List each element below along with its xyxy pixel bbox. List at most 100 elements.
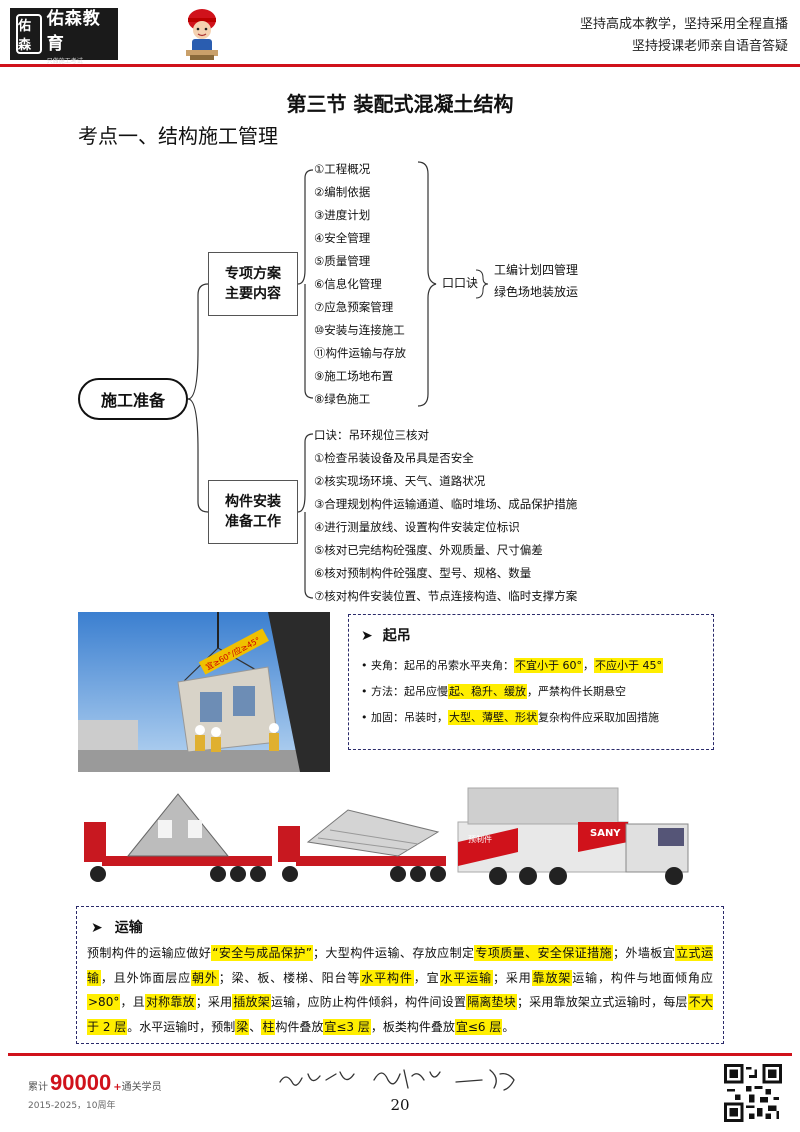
plan-content-item: ⑨施工场地布置 <box>314 369 394 383</box>
plan-mnemonic-lines: 工编计划四管理 绿色场地装放运 <box>494 259 578 303</box>
branch-install-label-1: 构件安装 <box>225 494 281 510</box>
logo-name: 佑森教育 <box>46 8 101 54</box>
plan-content-item: ①工程概况 <box>314 162 371 176</box>
chevron-right-icon: ➤ <box>361 628 373 644</box>
text-segment: ，且 <box>120 995 145 1009</box>
text-segment: ，且外饰面层应 <box>100 970 191 985</box>
transport-title: ➤运输 <box>91 920 143 936</box>
stat-plus: + <box>113 1082 122 1093</box>
section-title: 第三节 装配式混凝土结构 <box>286 92 514 116</box>
lifting-title: ➤起吊 <box>361 628 411 644</box>
logo-mark: 佑森 <box>16 14 42 54</box>
highlight: 柱 <box>261 1018 276 1035</box>
highlight: 隔离垫块 <box>466 994 517 1010</box>
highlight: 靠放架 <box>531 969 573 986</box>
page-number: 20 <box>390 1096 410 1114</box>
footer-divider <box>8 1053 792 1056</box>
text-segment: ，宜 <box>413 970 440 985</box>
highlight: “安全与成品保护” <box>211 945 313 961</box>
text-segment: 、 <box>249 1019 262 1034</box>
plan-mnemonic-label: 口口诀 <box>442 276 479 290</box>
highlight: 梁 <box>235 1018 250 1035</box>
stat-number: 90000 <box>50 1070 112 1095</box>
truck-brand: SANY <box>590 828 621 839</box>
text-segment: ；大型构件运输、存放应制定 <box>312 946 475 960</box>
plan-content-item: ④安全管理 <box>314 231 371 245</box>
highlight: 不应小于 45° <box>593 658 663 673</box>
highlight: 宜≤6 层 <box>454 1018 503 1035</box>
truck-a-frame <box>84 793 272 882</box>
branch-plan-label-2: 主要内容 <box>225 286 281 302</box>
lifting-box: ➤起吊 • 夹角：起吊的吊索水平夹角：不宜小于 60°，不应小于 45° • 方… <box>348 614 714 750</box>
header-divider <box>0 64 800 67</box>
plan-content-item: ⑤质量管理 <box>314 254 371 268</box>
transport-box: ➤运输 预制构件的运输应做好“安全与成品保护”；大型构件运输、存放应制定专项质量… <box>76 906 724 1044</box>
highlight: 专项质量、安全保证措施 <box>474 945 614 961</box>
truck-vertical-rack: 预制件 SANY <box>457 787 689 885</box>
text-segment: ；外墙板宜 <box>613 946 676 960</box>
highlight: 大型、薄壁、形状 <box>447 710 538 725</box>
text-segment: 。 <box>502 1019 515 1034</box>
text-segment: ；采用 <box>195 995 233 1009</box>
chevron-right-icon: ➤ <box>91 920 103 936</box>
branch-install-label-2: 准备工作 <box>225 514 281 530</box>
plan-mnemonic-line-2: 绿色场地装放运 <box>494 285 579 299</box>
point-title: 考点一、结构施工管理 <box>78 124 278 148</box>
stat-years: 2015-2025，10周年 <box>28 1101 116 1111</box>
logo-subtitle: 只做施工考试 <box>46 57 83 65</box>
text-segment: 运输，构件与地面倾角应 <box>572 970 713 985</box>
install-prep-item: ⑤核对已完结构砼强度、外观质量、尺寸偏差 <box>314 543 543 557</box>
highlight: 不宜小于 60° <box>513 658 583 673</box>
lifting-angle-line: • 夹角：起吊的吊索水平夹角：不宜小于 60°，不应小于 45° <box>361 658 663 673</box>
text-segment: 。水平运输时，预制 <box>127 1019 236 1034</box>
slogan-line-1: 坚持高成本教学，坚持采用全程直播 <box>579 17 788 32</box>
highlight: 对称靠放 <box>144 994 196 1010</box>
plan-mnemonic-line-1: 工编计划四管理 <box>494 263 579 277</box>
footer-stats: 累计 90000 + 通关学员 2015-2025，10周年 <box>28 1070 162 1111</box>
text-segment: ；采用 <box>493 970 532 985</box>
install-prep-item: ⑦核对构件安装位置、节点连接构造、临时支撑方案 <box>314 589 578 603</box>
header-slogan: 坚持高成本教学，坚持采用全程直播 坚持授课老师亲自语音答疑 <box>580 14 788 58</box>
truck-flat-slabs <box>278 809 446 882</box>
text-segment: 运输，应防止构件倾斜，构件间设置 <box>270 995 467 1009</box>
plan-content-item: ⑪构件运输与存放 <box>314 346 406 360</box>
install-prep-item: ③合理规划构件运输通道、临时堆场、成品保护措施 <box>314 497 578 511</box>
branch-install-prep: 构件安装 准备工作 <box>208 480 298 544</box>
plan-content-item: ⑩安装与连接施工 <box>314 323 405 337</box>
highlight: 水平构件 <box>360 969 414 986</box>
transport-trucks-illustration: 预制件 SANY <box>84 787 689 885</box>
branch-plan-content: 专项方案 主要内容 <box>208 252 298 316</box>
text-segment: ，板类构件叠放 <box>370 1019 455 1034</box>
text-segment: ；梁、板、楼梯、阳台等 <box>218 970 361 985</box>
text-segment: 构件叠放 <box>275 1019 324 1034</box>
highlight: >80° <box>87 994 121 1010</box>
install-prep-item: ④进行测量放线、设置构件安装定位标识 <box>314 520 520 534</box>
lifting-reinforce-line: • 加固：吊装时，大型、薄壁、形状复杂构件应采取加固措施 <box>361 710 659 725</box>
stat-prefix: 累计 <box>28 1082 48 1093</box>
plan-content-item: ③进度计划 <box>314 208 371 222</box>
stat-suffix: 通关学员 <box>121 1082 162 1093</box>
page-header: 佑森 佑森教育 只做施工考试 坚持高成本教学，坚持采用全程直播 坚持授课老师亲自… <box>0 0 800 67</box>
qr-code <box>724 1064 782 1122</box>
highlight: 朝外 <box>190 969 219 986</box>
plan-content-item: ⑧绿色施工 <box>314 392 371 406</box>
install-prep-item: 口诀：吊环规位三核对 <box>314 428 429 442</box>
plan-content-item: ⑥信息化管理 <box>314 277 382 291</box>
install-prep-item: ②核实现场环境、天气、道路状况 <box>314 474 486 488</box>
text-segment: ；采用靠放架立式运输时，每层 <box>516 995 688 1009</box>
install-prep-item: ⑥核对预制构件砼强度、型号、规格、数量 <box>314 566 532 580</box>
mascot-illustration <box>186 9 218 60</box>
mindmap-connectors <box>187 161 489 599</box>
brand-logo: 佑森 佑森教育 只做施工考试 <box>10 8 118 65</box>
highlight: 起、稳升、缓放 <box>447 684 527 699</box>
highlight: 水平运输 <box>439 969 493 986</box>
truck-side-text: 预制件 <box>468 834 492 844</box>
highlight: 宜≤3 层 <box>323 1018 371 1035</box>
root-node: 施工准备 <box>78 378 188 420</box>
plan-content-item: ⑦应急预案管理 <box>314 300 394 314</box>
transport-paragraph: 预制构件的运输应做好“安全与成品保护”；大型构件运输、存放应制定专项质量、安全保… <box>87 941 713 1039</box>
text-segment: 预制构件的运输应做好 <box>87 946 212 960</box>
lifting-method-line: • 方法：起吊应慢起、稳升、缓放，严禁构件长期悬空 <box>361 684 626 699</box>
plan-content-item: ②编制依据 <box>314 185 371 199</box>
